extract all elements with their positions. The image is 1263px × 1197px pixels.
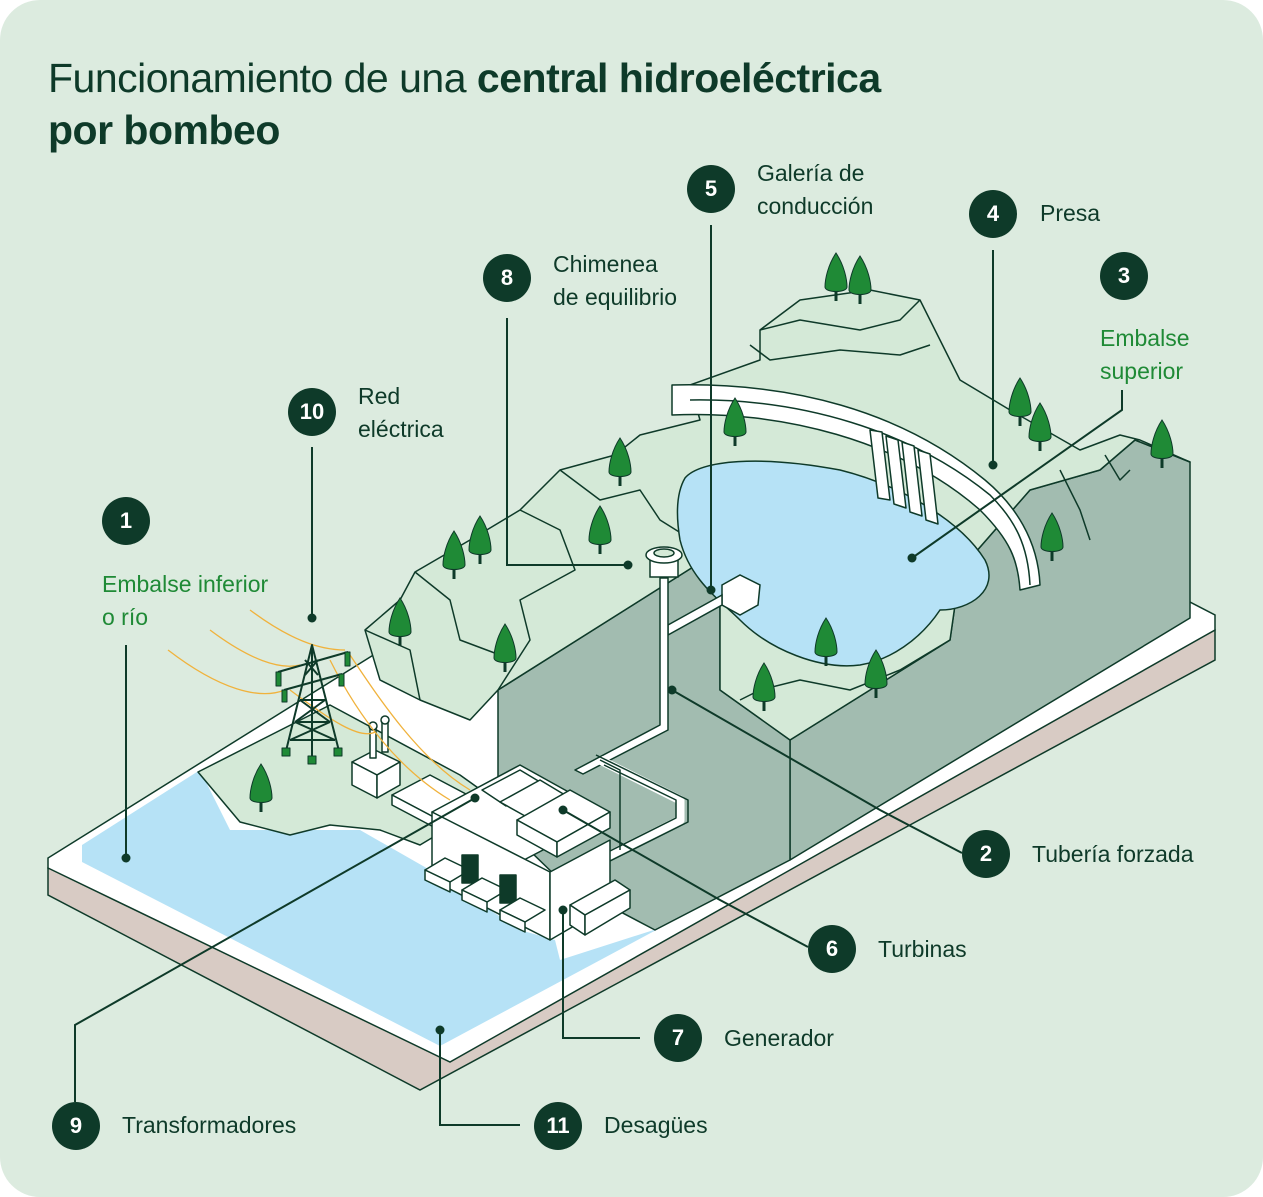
leader-9 (74, 797, 476, 1102)
callout-3-line1: Embalse (1100, 325, 1190, 351)
callout-3-line2: superior (1100, 358, 1184, 384)
title-regular: Funcionamiento de una (48, 55, 477, 101)
callout-9-badge: 9 (52, 1102, 100, 1150)
callout-3-label: Embalse superior (1100, 322, 1189, 388)
callout-4-label: Presa (1040, 200, 1101, 226)
dam (671, 384, 1041, 591)
page-title: Funcionamiento de una central hidroeléct… (48, 52, 1148, 156)
callout-5-line1: Galería de (757, 160, 865, 186)
lower-reservoir (82, 770, 660, 1046)
callout-11-badge: 11 (534, 1102, 582, 1150)
callout-1-line1: Embalse inferior (102, 571, 269, 597)
callout-10-label: Red eléctrica (358, 380, 444, 446)
callout-10-badge: 10 (288, 388, 336, 436)
leader-lines (74, 225, 1123, 1126)
outlet-gates (424, 854, 546, 933)
callout-2-badge: 2 (962, 830, 1010, 878)
callout-11-label: Desagües (604, 1112, 708, 1138)
callout-5-label: Galería de conducción (757, 157, 873, 223)
dam-spillway (869, 429, 939, 525)
surge-chimney (645, 546, 683, 578)
callout-9-label: Transformadores (122, 1112, 297, 1138)
power-house (391, 764, 631, 941)
leader-2 (671, 689, 963, 854)
callout-4-badge: 4 (969, 190, 1017, 238)
title-bold-line2: por bombeo (48, 107, 280, 153)
callout-5-line2: conducción (757, 193, 874, 219)
callout-1-line2: o río (102, 604, 149, 630)
leader-8 (506, 318, 628, 566)
callout-8-badge: 8 (483, 254, 531, 302)
callout-2-label: Tubería forzada (1032, 841, 1194, 867)
callout-5-badge: 5 (687, 165, 735, 213)
callout-8-line2: de equilibrio (553, 284, 678, 310)
leader-dots (121, 460, 998, 1035)
leader-11 (439, 1030, 520, 1126)
callout-1-label: Embalse inferior o río (102, 568, 268, 634)
transformer-box (351, 715, 401, 799)
callout-8-line1: Chimenea (553, 251, 658, 277)
callout-8-label: Chimenea de equilibrio (553, 248, 677, 314)
title-bold-line1: central hidroeléctrica (476, 55, 881, 101)
transmission-tower (275, 644, 351, 765)
power-lines (167, 609, 471, 801)
leader-6 (562, 809, 809, 948)
callout-6-label: Turbinas (878, 936, 967, 962)
callout-10-line1: Red (358, 383, 401, 409)
callout-3-badge: 3 (1100, 252, 1148, 300)
callout-1-badge: 1 (102, 497, 150, 545)
callout-7-label: Generador (724, 1025, 834, 1051)
callout-6-badge: 6 (808, 925, 856, 973)
penstock (574, 577, 689, 867)
leader-3 (911, 390, 1123, 559)
leader-7 (562, 910, 640, 1039)
callout-10-line2: eléctrica (358, 416, 444, 442)
callout-7-badge: 7 (654, 1014, 702, 1062)
